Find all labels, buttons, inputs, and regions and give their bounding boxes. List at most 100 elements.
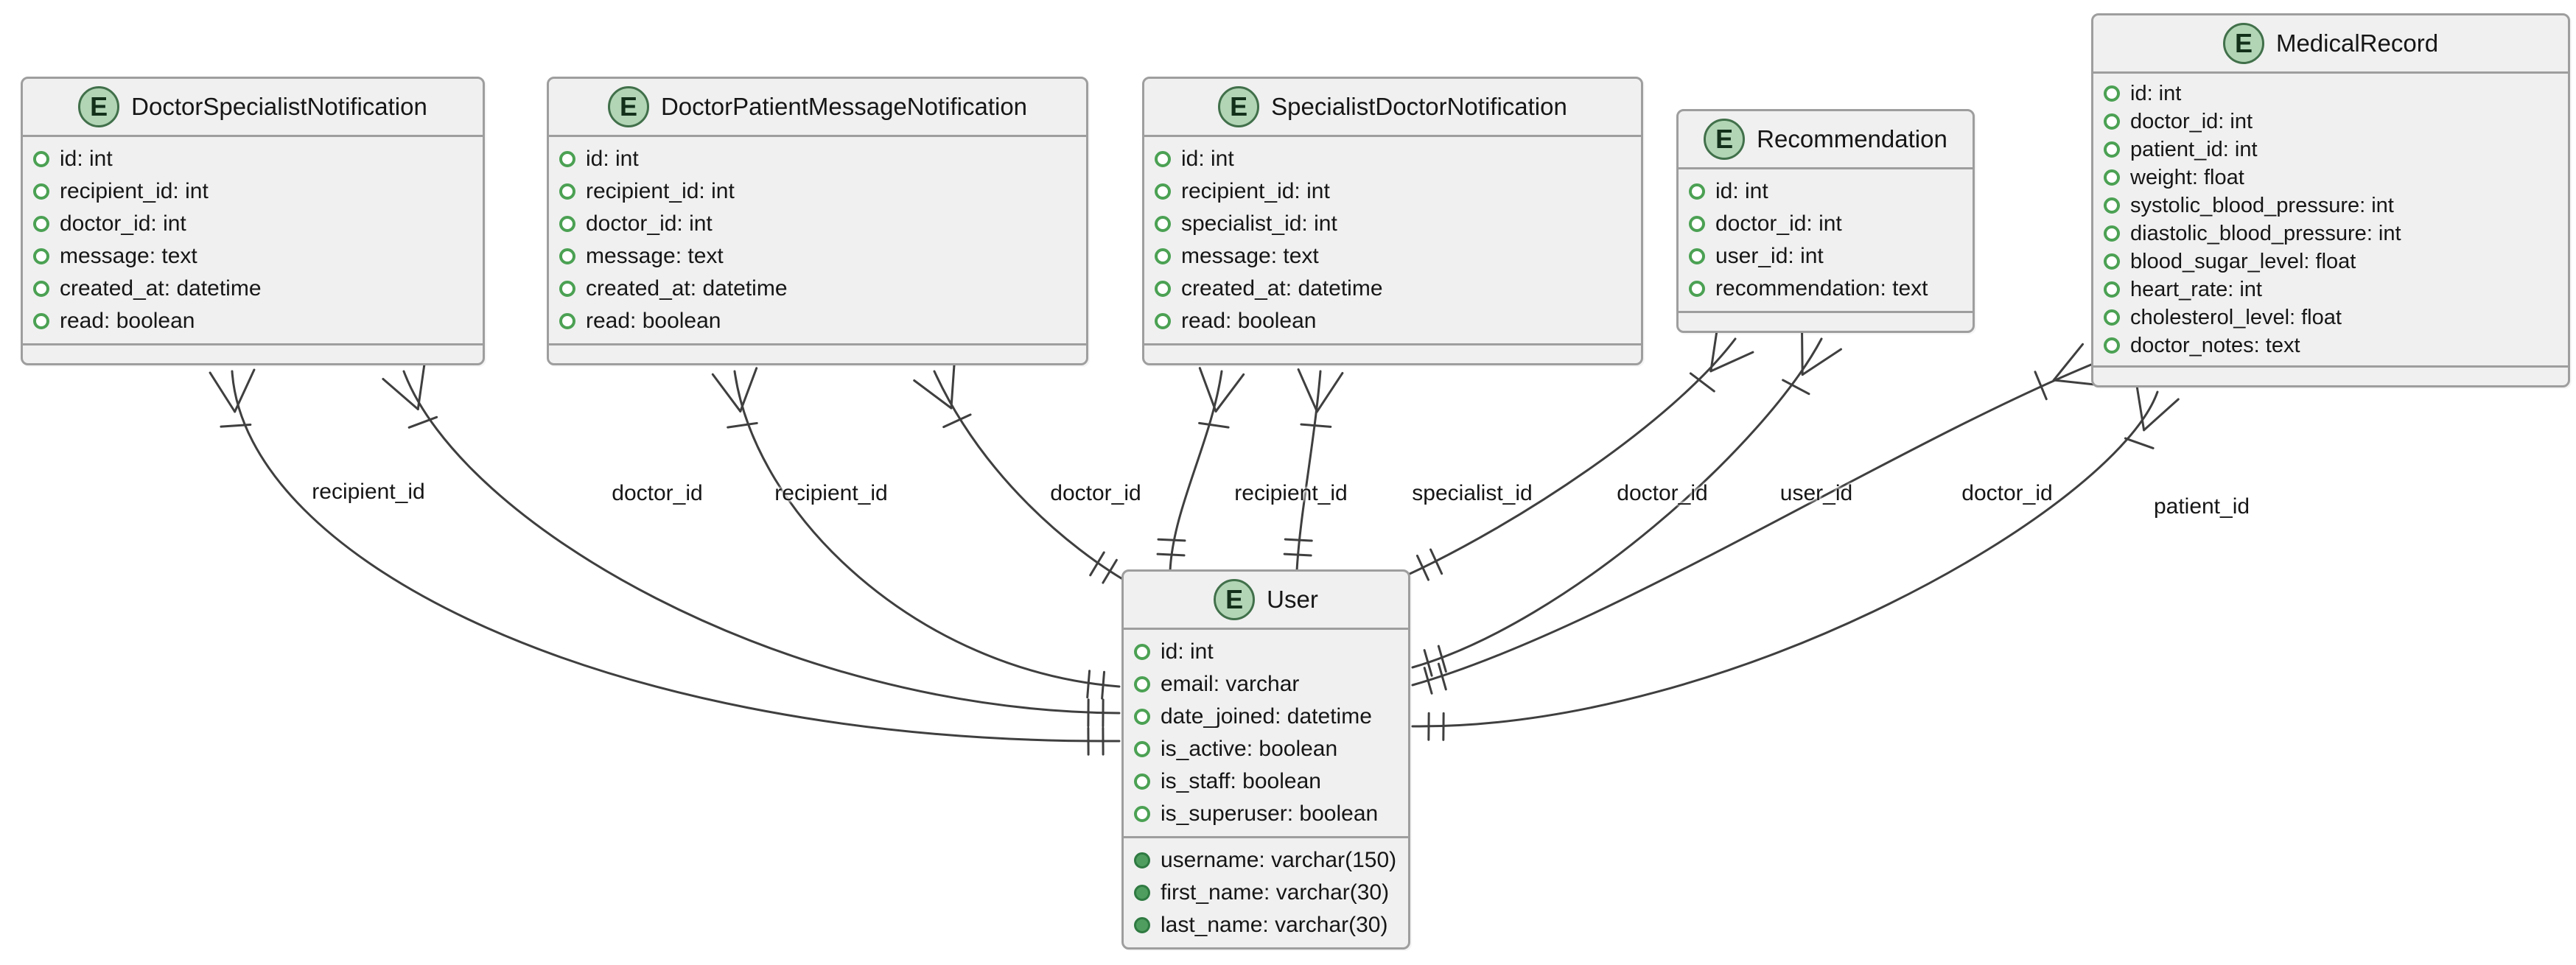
attribute-row: doctor_id: int bbox=[33, 208, 472, 240]
field-icon-open bbox=[2104, 253, 2120, 270]
crow-foot-tick bbox=[2034, 371, 2048, 401]
attribute-text: systolic_blood_pressure: int bbox=[2130, 193, 2394, 217]
entity-title: DoctorSpecialistNotification bbox=[131, 93, 427, 120]
attribute-text: patient_id: int bbox=[2130, 137, 2258, 161]
one-tick bbox=[1156, 552, 1186, 557]
attribute-row: first_name: varchar(30) bbox=[1134, 877, 1398, 909]
crow-foot-prong bbox=[950, 360, 956, 410]
attribute-row: id: int bbox=[1155, 143, 1631, 175]
relationship-line bbox=[1411, 390, 2159, 728]
relationship-line bbox=[402, 370, 1121, 715]
entity-footer bbox=[23, 343, 483, 363]
attribute-text: message: text bbox=[586, 244, 724, 268]
attribute-row: message: text bbox=[33, 240, 472, 273]
attribute-row: id: int bbox=[559, 143, 1076, 175]
relationship-line bbox=[1295, 370, 1322, 572]
attribute-text: message: text bbox=[60, 244, 197, 268]
entity-stereotype-icon: E bbox=[1218, 86, 1260, 127]
attribute-text: id: int bbox=[60, 147, 113, 171]
relationship-DoctorSpecialistNotification-recipient_id bbox=[209, 368, 1121, 756]
attribute-text: doctor_id: int bbox=[1715, 211, 1842, 236]
crow-foot-prong bbox=[234, 368, 256, 413]
relationship-MedicalRecord-doctor_id bbox=[1411, 343, 2101, 695]
one-tick bbox=[1429, 548, 1443, 575]
attribute-text: specialist_id: int bbox=[1181, 211, 1337, 236]
relationship-DoctorPatientMessageNotification-recipient_id bbox=[711, 367, 1121, 700]
field-icon-open bbox=[33, 183, 49, 200]
field-icon-open bbox=[559, 151, 575, 167]
entity-footer bbox=[549, 343, 1086, 363]
entity-Recommendation: E Recommendation id: int doctor_id: int … bbox=[1676, 109, 1975, 333]
field-icon-open bbox=[33, 216, 49, 232]
relationship-line bbox=[933, 370, 1125, 581]
attribute-text: is_active: boolean bbox=[1161, 737, 1338, 761]
attribute-row: doctor_id: int bbox=[559, 208, 1076, 240]
entity-DoctorSpecialistNotification: E DoctorSpecialistNotification id: int r… bbox=[21, 77, 485, 365]
crow-foot-tick bbox=[1300, 423, 1332, 428]
attribute-text: doctor_id: int bbox=[60, 211, 186, 236]
one-tick bbox=[1086, 670, 1091, 699]
attribute-text: recommendation: text bbox=[1715, 276, 1928, 301]
one-tick bbox=[1101, 670, 1106, 700]
crow-foot-prong bbox=[1214, 373, 1245, 413]
attribute-row: user_id: int bbox=[1689, 240, 1962, 273]
relationship-line bbox=[733, 370, 1121, 688]
one-tick bbox=[1415, 554, 1430, 581]
field-icon-filled bbox=[1134, 885, 1150, 901]
attribute-row: doctor_id: int bbox=[2104, 108, 2558, 136]
attribute-text: read: boolean bbox=[1181, 309, 1317, 333]
attribute-row: recommendation: text bbox=[1689, 273, 1962, 305]
attribute-row: email: varchar bbox=[1134, 668, 1398, 701]
attribute-row: is_staff: boolean bbox=[1134, 765, 1398, 798]
relationship-line bbox=[231, 370, 1121, 743]
field-icon-open bbox=[33, 248, 49, 264]
attribute-row: id: int bbox=[1689, 175, 1962, 208]
crow-foot-tick bbox=[1198, 421, 1230, 429]
entity-footer bbox=[1144, 343, 1641, 363]
attribute-text: is_superuser: boolean bbox=[1161, 801, 1379, 826]
one-tick bbox=[1102, 558, 1118, 584]
attribute-text: date_joined: datetime bbox=[1161, 704, 1372, 729]
attribute-row: last_name: varchar(30) bbox=[1134, 909, 1398, 941]
attribute-row: message: text bbox=[559, 240, 1076, 273]
crow-foot-prong bbox=[913, 379, 953, 410]
relationship-label: patient_id bbox=[2153, 494, 2250, 519]
attribute-row: id: int bbox=[2104, 80, 2558, 108]
attribute-text: read: boolean bbox=[60, 309, 195, 333]
one-tick bbox=[1089, 551, 1105, 577]
field-icon-open bbox=[2104, 141, 2120, 158]
relationship-label: recipient_id bbox=[1234, 481, 1348, 505]
crow-foot-prong bbox=[209, 371, 237, 413]
attribute-row: diastolic_blood_pressure: int bbox=[2104, 220, 2558, 248]
relationship-line bbox=[1169, 370, 1223, 572]
entity-DoctorPatientMessageNotification: E DoctorPatientMessageNotification id: i… bbox=[547, 77, 1088, 365]
relationship-SpecialistDoctorNotification-specialist_id bbox=[1283, 368, 1344, 572]
field-icon-open bbox=[1134, 676, 1150, 692]
attribute-text: weight: float bbox=[2130, 165, 2244, 189]
crow-foot-tick bbox=[1782, 379, 1810, 396]
field-icon-open bbox=[1134, 644, 1150, 660]
field-icon-open bbox=[1155, 248, 1171, 264]
crow-foot-prong bbox=[1709, 324, 1719, 373]
attribute-row: patient_id: int bbox=[2104, 136, 2558, 164]
relationship-label: doctor_id bbox=[1617, 481, 1708, 505]
entity-header: E DoctorPatientMessageNotification bbox=[549, 79, 1086, 135]
relationship-SpecialistDoctorNotification-recipient_id bbox=[1156, 367, 1245, 572]
attribute-text: cholesterol_level: float bbox=[2130, 305, 2342, 329]
relationship-label: user_id bbox=[1779, 481, 1853, 505]
entity-title: User bbox=[1267, 586, 1318, 613]
attribute-row: recipient_id: int bbox=[1155, 175, 1631, 208]
field-icon-open bbox=[1155, 313, 1171, 329]
attribute-text: heart_rate: int bbox=[2130, 277, 2262, 301]
field-icon-open bbox=[2104, 197, 2120, 214]
relationship-DoctorPatientMessageNotification-doctor_id bbox=[913, 360, 1125, 584]
attribute-row: doctor_notes: text bbox=[2104, 331, 2558, 359]
field-icon-open bbox=[1134, 773, 1150, 790]
entity-attributes: id: int doctor_id: int patient_id: int w… bbox=[2093, 71, 2568, 365]
crow-foot-tick bbox=[1689, 372, 1715, 393]
crow-foot-prong bbox=[1198, 367, 1217, 413]
crow-foot-prong bbox=[416, 362, 426, 411]
field-icon-open bbox=[559, 216, 575, 232]
crow-foot-prong bbox=[1709, 351, 1754, 373]
